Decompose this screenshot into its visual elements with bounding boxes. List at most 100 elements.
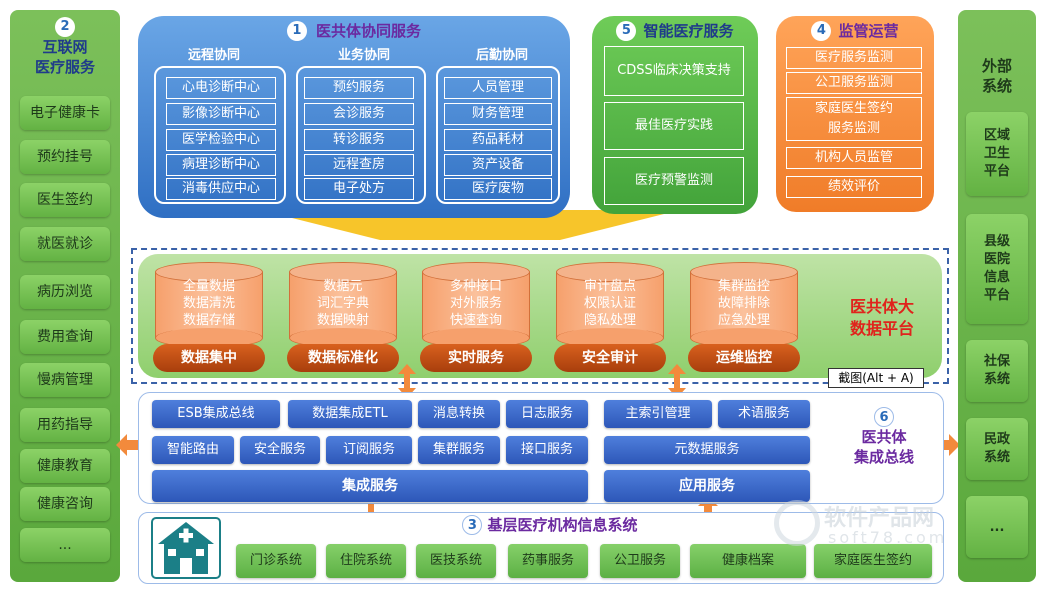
clinic-window-right (196, 549, 204, 556)
number-badge-6: 6 (874, 406, 894, 427)
number-badge-5: 5 (616, 20, 637, 41)
bigdata-label-standardization[interactable]: 数据标准化 (287, 344, 399, 372)
bus-item-etl[interactable]: 数据集成ETL (288, 400, 412, 428)
supervision-item[interactable]: 家庭医生签约服务监测 (786, 97, 922, 141)
internet-item[interactable]: 费用查询 (20, 320, 110, 354)
internet-item[interactable]: 医生签约 (20, 183, 110, 217)
collab-remote-item[interactable]: 影像诊断中心 (166, 103, 276, 125)
bigdata-label-data-collection[interactable]: 数据集中 (153, 344, 265, 372)
grass-item-pharmacy[interactable]: 药事服务 (508, 544, 588, 578)
bus-item-master-index[interactable]: 主索引管理 (604, 400, 712, 428)
watermark-line2: soft78.com (828, 528, 948, 547)
collab-logistics-item[interactable]: 药品耗材 (444, 129, 552, 151)
bus-item-cluster[interactable]: 集群服务 (418, 436, 500, 464)
collab-logistics-item[interactable]: 财务管理 (444, 103, 552, 125)
internet-item[interactable]: 病历浏览 (20, 275, 110, 309)
external-item-line: 系统 (983, 450, 1010, 465)
supervision-item[interactable]: 绩效评价 (786, 176, 922, 198)
external-item-line: 平台 (983, 164, 1010, 179)
bigdata-label-realtime[interactable]: 实时服务 (420, 344, 532, 372)
grass-item-health-record[interactable]: 健康档案 (690, 544, 806, 578)
cylinder-line: 词汇字典 (316, 296, 369, 311)
internet-item[interactable]: 慢病管理 (20, 363, 110, 397)
bus-item-esb[interactable]: ESB集成总线 (152, 400, 280, 428)
internet-item[interactable]: 健康教育 (20, 449, 110, 483)
cylinder-body (422, 272, 530, 338)
clinic-window-left (168, 549, 176, 556)
external-item-social-security[interactable]: 社保 系统 (966, 340, 1028, 402)
bus-application-service[interactable]: 应用服务 (604, 470, 810, 502)
internet-item[interactable]: 就医就诊 (20, 227, 110, 261)
collab-business-item[interactable]: 会诊服务 (304, 103, 414, 125)
internet-item[interactable]: ... (20, 528, 110, 562)
bigdata-label-ops-monitor[interactable]: 运维监控 (688, 344, 800, 372)
collab-remote-item[interactable]: 消毒供应中心 (166, 178, 276, 200)
arrow-bigdata-bus-left (398, 364, 416, 398)
bigdata-title-line2: 数据平台 (849, 319, 914, 338)
bus-item-routing[interactable]: 智能路由 (152, 436, 234, 464)
external-item-line: 社保 (983, 354, 1010, 369)
cylinder-body (155, 272, 263, 338)
cylinder-line: 数据元 (323, 279, 363, 294)
supervision-item[interactable]: 医疗服务监测 (786, 47, 922, 69)
external-item-line: 民政 (983, 432, 1010, 447)
screenshot-tooltip: 截图(Alt + A) (828, 368, 924, 388)
internet-item[interactable]: 预约挂号 (20, 140, 110, 174)
grass-item-public-health[interactable]: 公卫服务 (600, 544, 680, 578)
bus-item-terminology[interactable]: 术语服务 (718, 400, 810, 428)
bus-title-line1: 医共体 (861, 427, 907, 446)
smart-item-best-practice[interactable]: 最佳医疗实践 (604, 102, 744, 150)
grass-item-medtech[interactable]: 医技系统 (416, 544, 496, 578)
clinic-cross-v (183, 528, 189, 543)
collab-remote-item[interactable]: 病理诊断中心 (166, 154, 276, 176)
cylinder-line: 审计盘点 (583, 279, 636, 294)
bus-item-interface[interactable]: 接口服务 (506, 436, 588, 464)
grass-item-inpatient[interactable]: 住院系统 (326, 544, 406, 578)
external-item-county-hospital[interactable]: 县级 医院 信息 平台 (966, 214, 1028, 324)
bus-item-metadata[interactable]: 元数据服务 (604, 436, 810, 464)
collab-business-item[interactable]: 预约服务 (304, 77, 414, 99)
internet-medical-header: 2 互联网 医疗服务 (10, 16, 120, 77)
supervision-item[interactable]: 机构人员监管 (786, 147, 922, 169)
collab-logistics-item[interactable]: 人员管理 (444, 77, 552, 99)
collab-business-item[interactable]: 电子处方 (304, 178, 414, 200)
collab-business-item[interactable]: 远程查房 (304, 154, 414, 176)
number-badge-4: 4 (811, 20, 832, 41)
external-item-more[interactable]: ... (966, 496, 1028, 558)
external-item-line: 医院 (983, 252, 1010, 267)
bus-item-message[interactable]: 消息转换 (418, 400, 500, 428)
smart-item-cdss[interactable]: CDSS临床决策支持 (604, 46, 744, 96)
cylinder-line: 快速查询 (449, 313, 502, 328)
grass-item-family-doctor[interactable]: 家庭医生签约 (814, 544, 932, 578)
collab-remote-item[interactable]: 心电诊断中心 (166, 77, 276, 99)
bus-integration-service[interactable]: 集成服务 (152, 470, 588, 502)
arrow-shape (398, 364, 416, 398)
arrow-bigdata-bus-right (668, 364, 686, 398)
smart-item-warning[interactable]: 医疗预警监测 (604, 157, 744, 205)
cylinder-body (289, 272, 397, 338)
collab-logistics-item[interactable]: 医疗废物 (444, 178, 552, 200)
collab-business-item[interactable]: 转诊服务 (304, 129, 414, 151)
cylinder-body (556, 272, 664, 338)
grass-item-outpatient[interactable]: 门诊系统 (236, 544, 316, 578)
external-item-civil-affairs[interactable]: 民政 系统 (966, 418, 1028, 480)
collab-header: 1 医共体协同服务 (138, 20, 570, 41)
clinic-door (180, 558, 192, 574)
external-item-line: 系统 (983, 372, 1010, 387)
internet-item[interactable]: 用药指导 (20, 408, 110, 442)
supervision-item[interactable]: 公卫服务监测 (786, 72, 922, 94)
bus-item-log[interactable]: 日志服务 (506, 400, 588, 428)
smart-medical-title: 智能医疗服务 (643, 22, 734, 40)
collab-remote-box (154, 66, 286, 204)
external-item-regional-health[interactable]: 区域 卫生 平台 (966, 112, 1028, 196)
cylinder-line: 数据清洗 (182, 296, 235, 311)
collab-remote-item[interactable]: 医学检验中心 (166, 129, 276, 151)
collab-logistics-item[interactable]: 资产设备 (444, 154, 552, 176)
internet-item[interactable]: 电子健康卡 (20, 96, 110, 130)
bus-item-subscribe[interactable]: 订阅服务 (326, 436, 412, 464)
bus-item-security[interactable]: 安全服务 (240, 436, 320, 464)
internet-item[interactable]: 健康咨询 (20, 487, 110, 521)
bigdata-label-security-audit[interactable]: 安全审计 (554, 344, 666, 372)
cylinder-line: 集群监控 (717, 279, 770, 294)
cylinder-top (289, 262, 397, 282)
